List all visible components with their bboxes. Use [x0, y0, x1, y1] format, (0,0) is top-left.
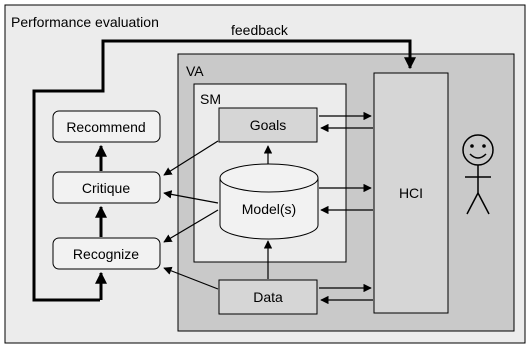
recognize-label: Recognize: [73, 246, 139, 262]
goals-box: [218, 107, 318, 143]
data-label: Data: [253, 289, 283, 305]
goals-label: Goals: [250, 117, 287, 133]
recommend-box: [52, 110, 161, 143]
recognize-box: [52, 237, 161, 270]
model-label: Model(s): [242, 201, 296, 217]
arrow-model-to-critique: [163, 190, 219, 204]
performance-evaluation-label: Performance evaluation: [11, 14, 159, 30]
arrow-data-to-recognize: [163, 266, 219, 290]
hci-label: HCI: [399, 185, 423, 201]
critique-label: Critique: [82, 180, 130, 196]
smiley-stick-figure-icon: [462, 134, 494, 215]
arrow-model-to-recognize: [163, 209, 219, 243]
model-cylinder: [219, 163, 319, 240]
hci-box: [373, 72, 449, 314]
feedback-loop-line: [32, 39, 416, 302]
feedback-label: feedback: [231, 22, 289, 38]
arrow-goals-to-critique: [163, 140, 219, 176]
va-label: VA: [186, 63, 204, 79]
recommend-label: Recommend: [66, 119, 145, 135]
critique-box: [52, 171, 161, 204]
sm-label: SM: [200, 91, 221, 107]
data-box: [218, 279, 318, 315]
